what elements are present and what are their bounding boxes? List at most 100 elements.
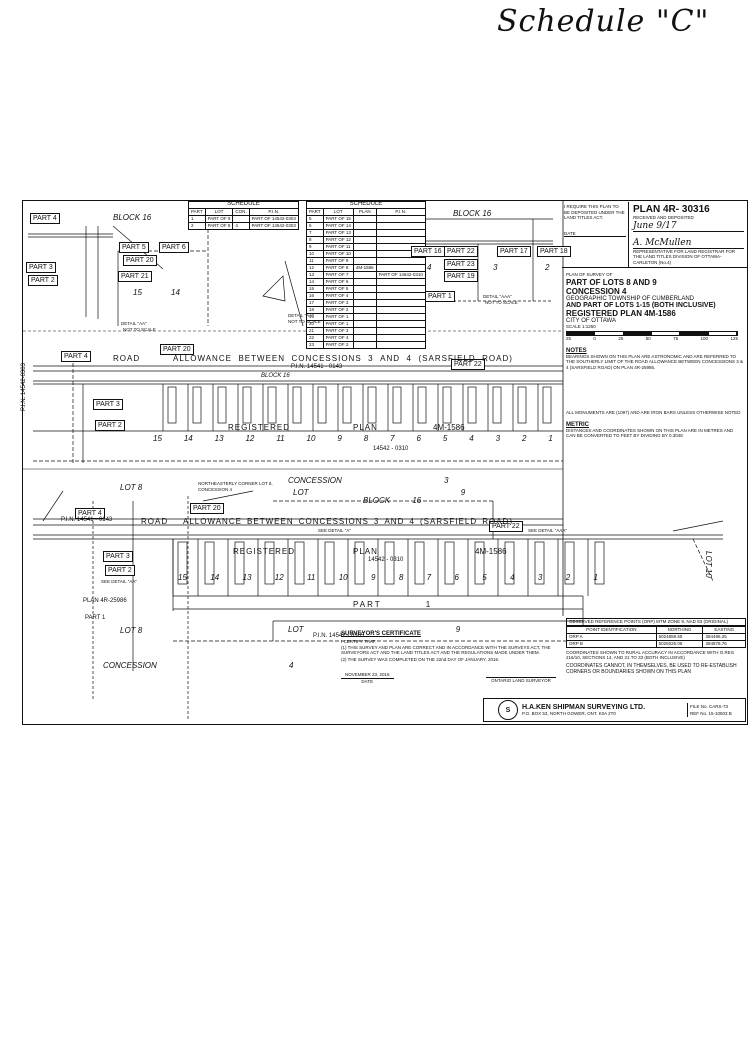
notes-title: NOTES <box>566 347 587 354</box>
middle-lot-15: 15 <box>153 434 162 443</box>
lower-plan-4r: PLAN 4R-25986 <box>83 598 127 604</box>
lower-lot-13: 13 <box>242 573 252 582</box>
schedule-2-cell: 9 <box>306 242 324 251</box>
schedule-1-cell: PART OF 9 <box>204 214 234 223</box>
schedule-2-cell: 22 <box>306 333 324 342</box>
notes-text: BEARINGS SHOWN ON THIS PLAN ARE ASTRONOM… <box>566 353 744 370</box>
plan-number: PLAN 4R- 30316 <box>633 204 710 215</box>
schedule-2-cell <box>352 256 377 265</box>
schedule-2-cell: 13 <box>306 270 324 279</box>
lower-part-1: PART 1 <box>353 600 432 609</box>
lower-lot-8b: LOT 8 <box>120 626 143 635</box>
deposit-note: I REQUIRE THIS PLAN TO BE DEPOSITED UNDE… <box>564 204 625 220</box>
lower-concession-3-label: CONCESSION <box>288 476 342 485</box>
schedule-2-cell: 6 <box>306 221 324 230</box>
middle-lot-10: 10 <box>306 434 316 443</box>
schedule-2-cell <box>352 333 377 342</box>
scale-tick-6: 125 <box>730 336 738 341</box>
schedule-2-cell <box>375 228 426 237</box>
schedule-1-header-cell: P.I.N. <box>248 207 299 216</box>
lower-plan: PLAN <box>353 547 378 556</box>
schedule-2-cell: 14 <box>306 277 324 286</box>
schedule-2-cell: 18 <box>306 305 324 314</box>
schedule-2-cell <box>375 305 426 314</box>
coordinates-block: OBSERVED REFERENCE POINTS (ORP) MTM ZONE… <box>566 618 746 675</box>
lower-lot-1: 1 <box>593 573 598 582</box>
schedule-1-title: SCHEDULE <box>188 201 299 208</box>
lower-lot-9: LOT 9 <box>293 488 465 497</box>
lower-concession-3: CONCESSION 3 <box>288 476 448 485</box>
plan-concession-line: CONCESSION 4 <box>566 286 627 296</box>
schedule-2-cell: PART OF 14542-0310 <box>375 270 426 279</box>
certificate-surveyor-block: ONTARIO LAND SURVEYOR <box>486 672 556 684</box>
middle-allowance-5: 4 <box>406 354 412 363</box>
schedule-2-cell <box>352 242 377 251</box>
plan-and-part-line: AND PART OF LOTS 1-15 (BOTH INCLUSIVE) <box>566 301 716 309</box>
lower-allowance-6: (SARSFIELD <box>419 517 478 526</box>
lower-plan-no: 4M-1586 <box>475 547 507 556</box>
certificate-date: NOVEMBER 23, 2016 <box>341 672 394 679</box>
coordinates-cell: 384878.76 <box>702 639 746 648</box>
schedule-2-cell: 4M-1586 <box>352 263 377 272</box>
plan-registered-line: REGISTERED PLAN 4M-1586 <box>566 308 676 318</box>
middle-pin-road: P.I.N. 14541 - 0143 <box>291 364 343 370</box>
lower-lot-9b-label: LOT <box>288 625 304 634</box>
surveyor-signature-icon <box>486 672 556 678</box>
schedule-2-cell <box>352 284 377 293</box>
lower-lot-9b: LOT 9 <box>288 625 460 634</box>
schedule-2-cell: PART OF 15 <box>322 214 354 223</box>
schedule-2-cell: PART OF 4 <box>322 291 354 300</box>
scale-tick-4: 75 <box>673 336 679 341</box>
schedule-2-cell <box>375 263 426 272</box>
coordinates-cell: 384496.25 <box>702 632 746 641</box>
schedule-2-cell <box>352 228 377 237</box>
lower-road: ROAD <box>141 517 169 526</box>
schedule-2-cell <box>352 249 377 258</box>
detail-aaa-lot-4: 4 <box>427 263 432 272</box>
lower-part-1-num: 1 <box>425 600 433 609</box>
schedule-2-cell: PART OF 11 <box>322 242 354 251</box>
lower-lot-8n: 8 <box>398 573 404 582</box>
schedule-2-cell: PART OF 12 <box>322 235 354 244</box>
firm-block: S H.A.KEN SHIPMAN SURVEYING LTD. P.O. BO… <box>483 698 746 722</box>
middle-plan: PLAN <box>353 423 378 432</box>
lower-allowance-2: CONCESSIONS <box>298 517 369 526</box>
schedule-2-cell: 12 <box>306 263 324 272</box>
deposit-note-cell: I REQUIRE THIS PLAN TO BE DEPOSITED UNDE… <box>562 202 629 267</box>
certificate-certify: I CERTIFY THAT: <box>341 639 376 644</box>
middle-lot-12: 12 <box>245 434 255 443</box>
lower-part-4: PART 4 <box>75 508 105 519</box>
detail-aa-block: BLOCK 16 <box>113 213 152 222</box>
schedule-1-header-cell: PART <box>188 207 206 216</box>
firm-ref-label: REF No. <box>690 711 708 716</box>
coordinates-cell: ORP A <box>566 632 657 641</box>
lower-part-1-left: PART 1 <box>85 615 106 621</box>
detail-aaa-block: BLOCK 16 <box>453 209 492 218</box>
schedule-2-cell <box>375 284 426 293</box>
middle-lot-14: 14 <box>183 434 193 443</box>
metric-text: DISTANCES AND COORDINATES SHOWN ON THIS … <box>566 427 734 439</box>
middle-lot-4: 4 <box>469 434 474 443</box>
coordinates-cell: 5024859.55 <box>655 632 704 641</box>
received-label: RECEIVED AND DEPOSITED <box>633 215 694 220</box>
middle-pin-2: 14542 - 0310 <box>373 446 409 452</box>
schedule-1-cell: 4 <box>232 221 250 230</box>
detail-aaa-lot-3: 3 <box>493 263 498 272</box>
schedule-2-cell: PART OF 3 <box>322 326 354 335</box>
lower-corner-note: NORTHEASTERLY CORNER LOT 8, CONCESSION 4 <box>198 481 273 492</box>
coordinates-cell: ORP B <box>566 639 657 648</box>
schedule-2-header-cell: PLAN <box>352 207 377 216</box>
lower-block-label: BLOCK <box>363 496 391 505</box>
schedule-2-cell <box>375 340 426 349</box>
detail-aaa-part-22: PART 22 <box>444 246 478 257</box>
